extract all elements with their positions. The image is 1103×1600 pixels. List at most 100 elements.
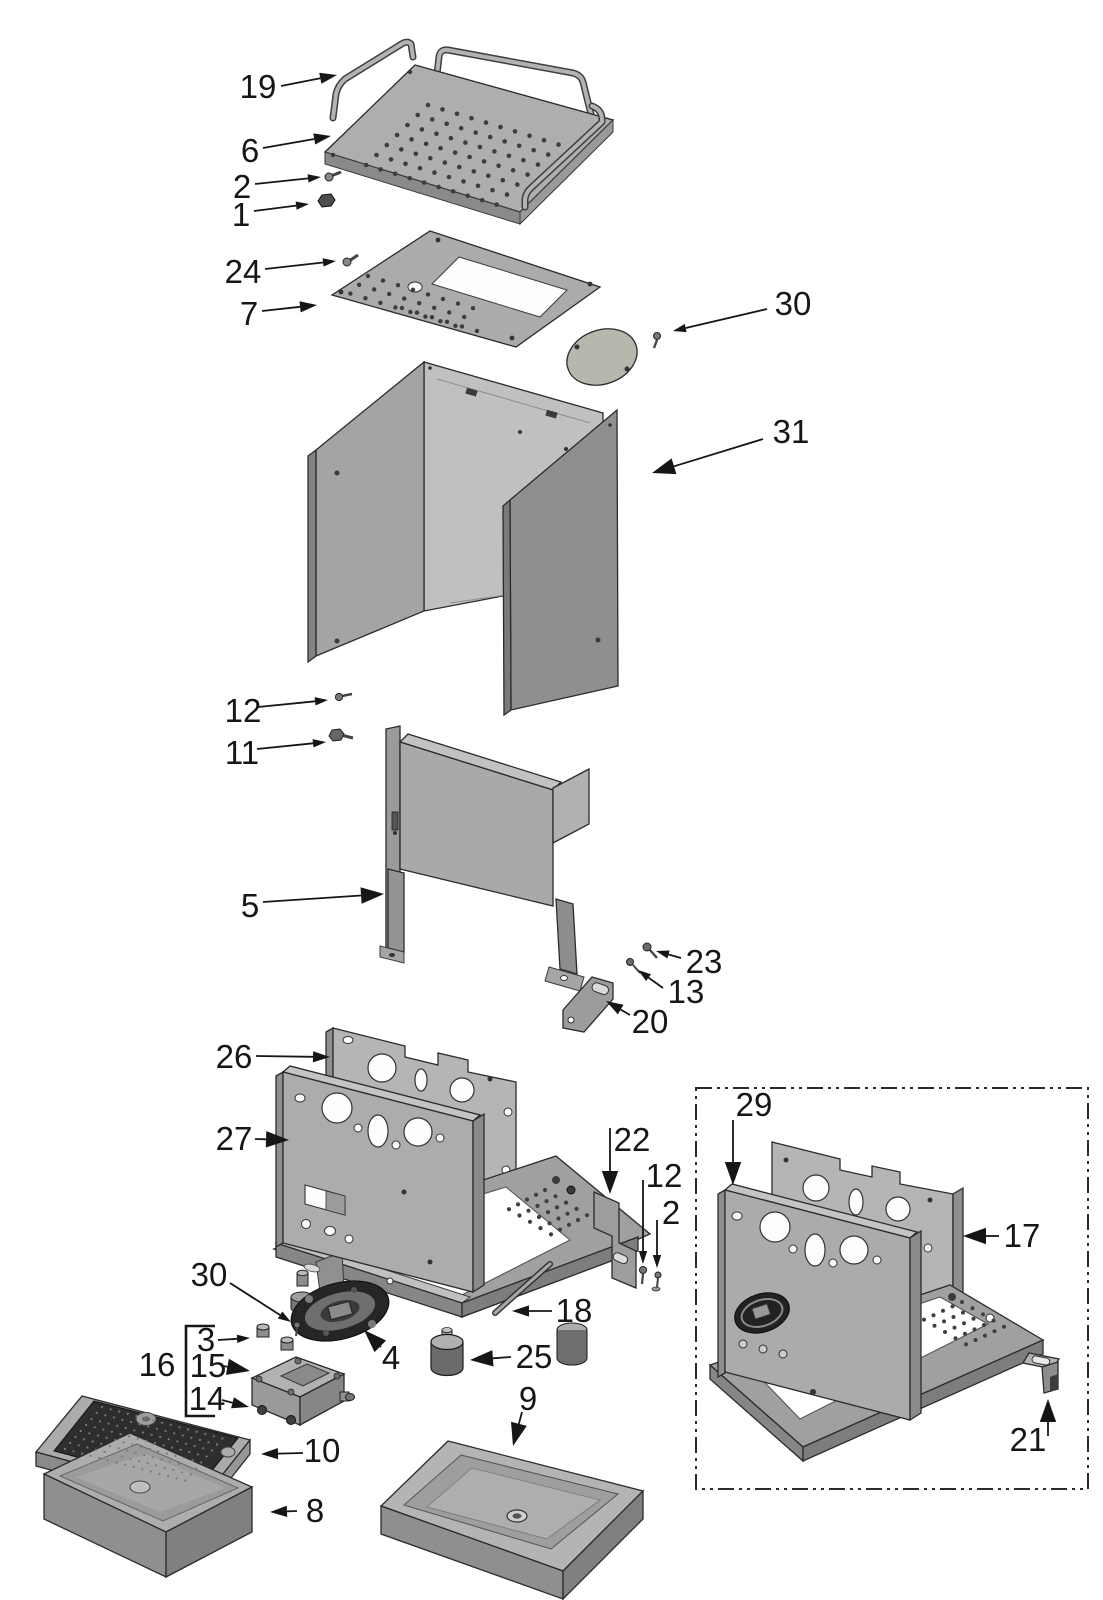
part-label-14: 14 bbox=[189, 1380, 226, 1417]
arrowhead bbox=[225, 1358, 250, 1375]
part-label-19: 19 bbox=[240, 68, 277, 105]
rubber-foot-25 bbox=[430, 1327, 464, 1377]
inset-corner-bracket-21 bbox=[1021, 1352, 1061, 1394]
callout-12a: 12 bbox=[225, 692, 328, 729]
part-label-21: 21 bbox=[1010, 1421, 1047, 1458]
callout-4: 4 bbox=[364, 1330, 400, 1376]
leader-line bbox=[262, 894, 362, 903]
leader-line bbox=[221, 1399, 233, 1404]
inset-front-panel-29 bbox=[717, 1183, 922, 1422]
part-label-20: 20 bbox=[632, 1003, 669, 1040]
group-head-15 bbox=[250, 1356, 355, 1427]
leader-line bbox=[277, 1452, 304, 1455]
callout-20: 20 bbox=[606, 1001, 668, 1040]
part-label-12a: 12 bbox=[225, 692, 262, 729]
arrowhead bbox=[601, 1171, 619, 1194]
top-panel bbox=[330, 230, 602, 348]
leader-line bbox=[256, 742, 314, 750]
callout-9: 9 bbox=[511, 1380, 537, 1446]
arrowhead bbox=[364, 1330, 387, 1353]
fitting-3b bbox=[280, 1336, 294, 1351]
screw-11 bbox=[328, 728, 354, 742]
support-rod-18 bbox=[492, 1261, 553, 1316]
leader-line bbox=[673, 438, 764, 468]
arrowhead bbox=[265, 1131, 289, 1148]
screw-14a bbox=[257, 1405, 267, 1415]
arrowhead bbox=[673, 323, 687, 333]
arrowhead bbox=[231, 1397, 249, 1409]
callout-22: 22 bbox=[601, 1121, 651, 1194]
callout-6: 6 bbox=[241, 132, 331, 169]
part-label-12b: 12 bbox=[646, 1157, 683, 1194]
drip-tray bbox=[42, 1432, 254, 1579]
part-label-17: 17 bbox=[1004, 1217, 1041, 1254]
arrowhead bbox=[299, 301, 317, 313]
screw-23 bbox=[642, 942, 658, 959]
leader-line bbox=[217, 1337, 238, 1341]
cup-rail-right bbox=[433, 46, 595, 118]
part-label-26: 26 bbox=[216, 1038, 253, 1075]
callout-8: 8 bbox=[270, 1492, 324, 1529]
callout-15: 15 bbox=[190, 1347, 250, 1384]
part-label-4: 4 bbox=[382, 1339, 400, 1376]
screw-30-lower bbox=[293, 1321, 301, 1337]
part-label-18: 18 bbox=[556, 1292, 593, 1329]
part-label-8: 8 bbox=[306, 1492, 324, 1529]
arrowhead bbox=[470, 1350, 494, 1367]
leader-line bbox=[222, 1365, 228, 1368]
callout-30b: 30 bbox=[191, 1256, 291, 1322]
arrowhead bbox=[312, 739, 326, 748]
callout-16: 16 bbox=[139, 1324, 215, 1418]
callout-25: 25 bbox=[470, 1338, 552, 1375]
screw-13 bbox=[626, 958, 641, 974]
leader-line bbox=[668, 953, 682, 959]
grate-texture bbox=[63, 1405, 224, 1482]
tray-screw-2 bbox=[324, 170, 342, 182]
panel-screw-24 bbox=[342, 253, 359, 267]
callout-12b: 12 bbox=[638, 1157, 683, 1264]
callout-23: 23 bbox=[656, 943, 722, 980]
part-label-24: 24 bbox=[225, 253, 262, 290]
callout-30a: 30 bbox=[673, 285, 811, 333]
leader-line bbox=[261, 305, 301, 312]
callout-26: 26 bbox=[216, 1038, 330, 1075]
arrowhead bbox=[313, 133, 331, 145]
leader-line bbox=[229, 1282, 281, 1316]
inset-base-perforations bbox=[922, 1300, 1006, 1347]
callout-3: 3 bbox=[197, 1321, 250, 1358]
callout-2b: 2 bbox=[652, 1194, 680, 1268]
badge-plate bbox=[566, 328, 638, 386]
arrowhead bbox=[236, 1334, 250, 1343]
z-bracket-22 bbox=[593, 1191, 637, 1289]
callout-10: 10 bbox=[261, 1432, 340, 1469]
fitting-3a bbox=[256, 1323, 270, 1338]
leader-line bbox=[492, 1356, 512, 1360]
part-label-2a: 2 bbox=[233, 168, 251, 205]
leader-line bbox=[253, 204, 297, 212]
cup-rail-right-rear bbox=[521, 102, 606, 211]
arrowhead bbox=[1039, 1399, 1057, 1422]
leader-line bbox=[518, 1411, 523, 1425]
leader-line bbox=[264, 261, 324, 270]
group-bracket bbox=[184, 1324, 215, 1418]
arrowhead bbox=[638, 970, 651, 981]
leader-line bbox=[647, 976, 664, 989]
part-label-30b: 30 bbox=[191, 1256, 228, 1293]
mounting-bracket-20 bbox=[562, 976, 614, 1033]
callout-1: 1 bbox=[232, 196, 309, 233]
callout-27: 27 bbox=[216, 1120, 289, 1157]
arrowhead bbox=[360, 887, 384, 904]
part-label-1: 1 bbox=[232, 196, 250, 233]
arrowhead bbox=[312, 1051, 330, 1063]
part-label-16: 16 bbox=[139, 1346, 176, 1383]
part-label-27: 27 bbox=[216, 1120, 253, 1157]
leader-line bbox=[620, 1008, 631, 1016]
callout-14: 14 bbox=[189, 1380, 249, 1417]
inset-detail-box bbox=[695, 1087, 1089, 1490]
top-panel-perforations bbox=[348, 273, 476, 328]
arrowhead bbox=[270, 1505, 288, 1517]
screw-12-upper bbox=[334, 692, 353, 702]
part-label-22: 22 bbox=[614, 1121, 651, 1158]
